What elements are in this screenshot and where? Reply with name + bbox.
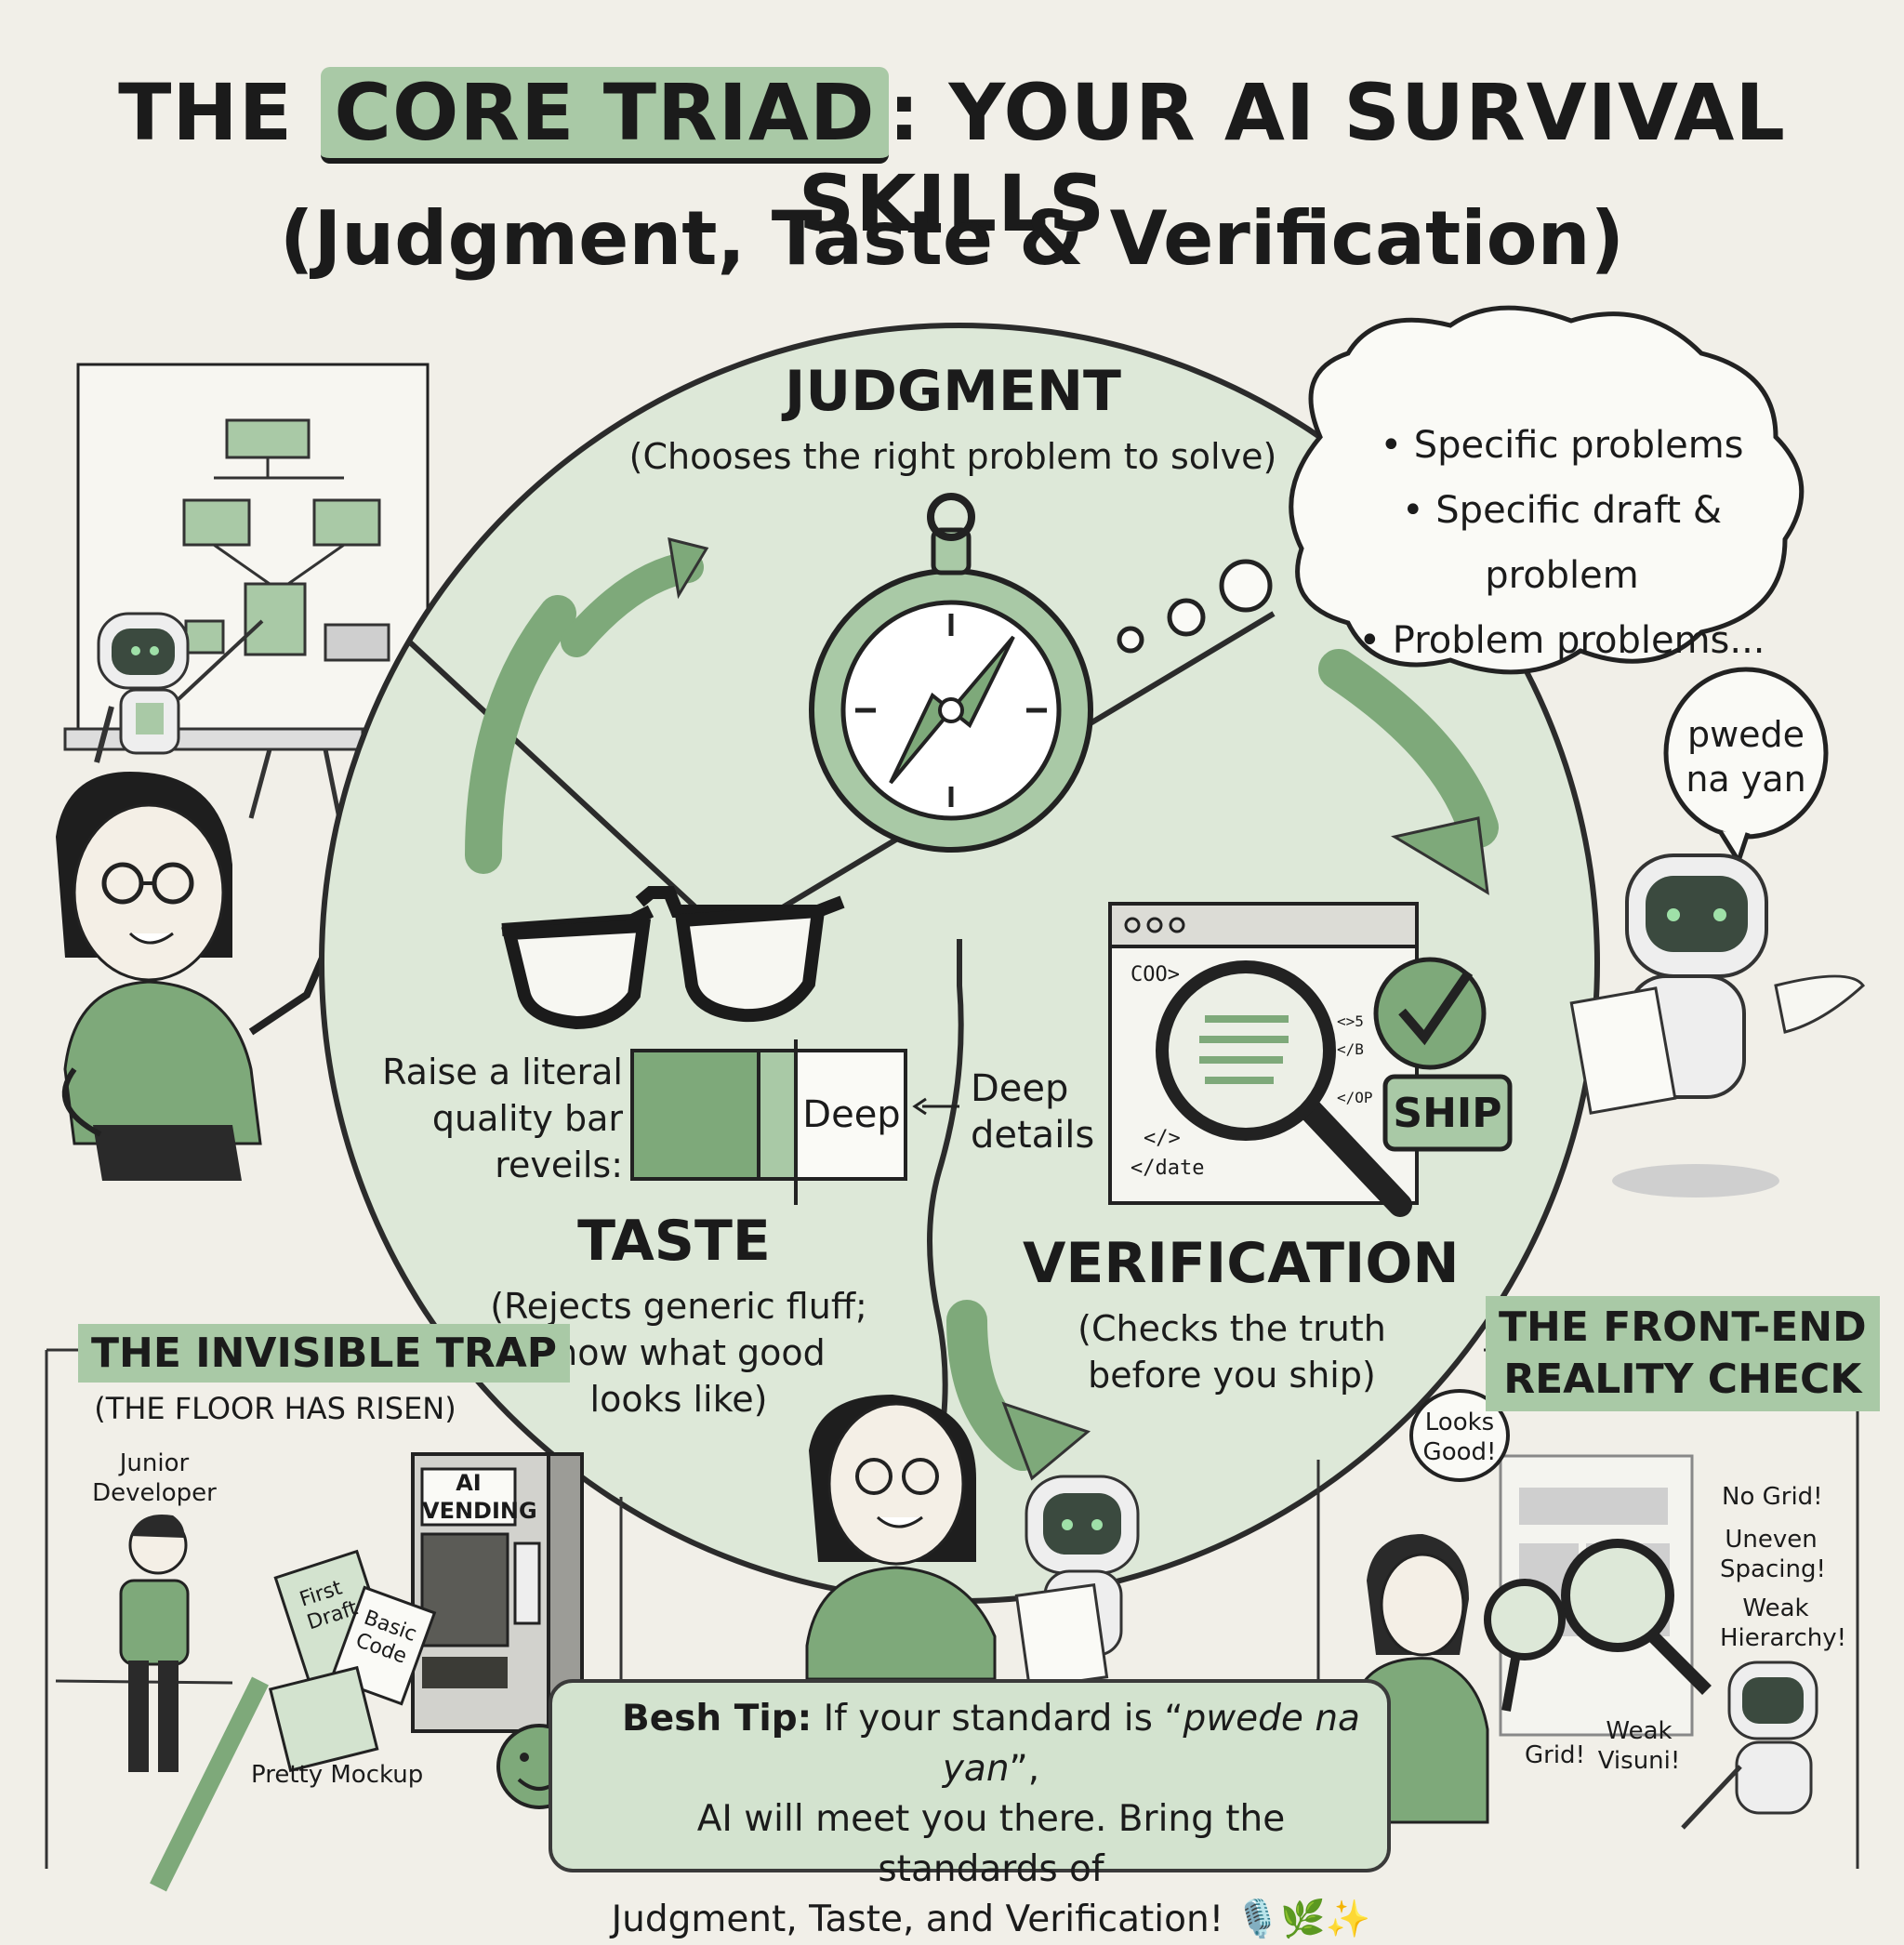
weak-visuni-label: Weak Visuni! bbox=[1597, 1716, 1681, 1776]
tip-box bbox=[549, 1679, 1391, 1872]
verification-heading: VERIFICATION bbox=[1023, 1231, 1460, 1296]
robot-speech-line-2: na yan bbox=[1686, 759, 1806, 800]
caption-line-3: reveils: bbox=[495, 1145, 623, 1185]
taste-heading: TASTE bbox=[577, 1209, 771, 1274]
tip-line-2: AI will meet you there. Bring the standa… bbox=[696, 1798, 1286, 1890]
weak-visuni-line-2: Visuni! bbox=[1597, 1747, 1681, 1775]
robot-speech-line-1: pwede bbox=[1686, 714, 1805, 755]
quality-bar bbox=[630, 1039, 959, 1205]
caption-line-2: quality bar bbox=[431, 1098, 623, 1139]
reality-check-heading: THE FRONT-END REALITY CHECK bbox=[1486, 1296, 1880, 1411]
thought-item-3: • Problem problems... bbox=[1358, 619, 1765, 662]
tip-text-1: If your standard is “ bbox=[812, 1698, 1183, 1740]
junior-developer-label: Junior Developer bbox=[89, 1449, 219, 1508]
check-icon bbox=[1373, 957, 1487, 1070]
deep-details-label: Deep details bbox=[971, 1065, 1095, 1158]
ship-label: SHIP bbox=[1393, 1090, 1502, 1137]
weak-line-2: Hierarchy! bbox=[1720, 1624, 1847, 1652]
looks-line-2: Good! bbox=[1422, 1438, 1497, 1466]
judgment-subtitle: (Chooses the right problem to solve) bbox=[628, 436, 1277, 477]
side-code-2: </B bbox=[1337, 1040, 1364, 1058]
compass-icon bbox=[809, 493, 1093, 853]
tip-italic: pwede na yan bbox=[942, 1698, 1360, 1790]
developer-line: Developer bbox=[92, 1479, 217, 1507]
code-line-1: COO> bbox=[1130, 963, 1180, 986]
reality-check-panel bbox=[1316, 1348, 1859, 1869]
cleaning-robot bbox=[1681, 1661, 1818, 1830]
reality-heading-line-2: REALITY CHECK bbox=[1503, 1356, 1862, 1403]
deep-details-line-2: details bbox=[971, 1114, 1095, 1157]
cycle-arrows bbox=[465, 536, 1499, 1481]
pretty-mockup-label: Pretty Mockup bbox=[251, 1761, 424, 1789]
page-subtitle: (Judgment, Taste & Verification) bbox=[279, 195, 1625, 282]
title-rest: : YOUR AI SURVIVAL SKILLS bbox=[798, 67, 1786, 249]
vending-label: AI VENDING bbox=[422, 1469, 537, 1525]
verification-subtitle: (Checks the truth before you ship) bbox=[1051, 1305, 1413, 1398]
code-line-3: </date bbox=[1130, 1157, 1205, 1180]
quality-bar-caption: Raise a literal quality bar reveils: bbox=[353, 1049, 623, 1188]
illustration-canvas bbox=[45, 305, 1865, 1892]
weak-visuni-line-1: Weak bbox=[1606, 1717, 1673, 1745]
looks-good-label: Looks Good! bbox=[1413, 1408, 1506, 1467]
tip-line-1: Besh Tip: If your standard is “pwede na … bbox=[610, 1694, 1372, 1794]
grid-label: Grid! bbox=[1525, 1741, 1585, 1769]
side-code: <>5 </B </OP bbox=[1337, 1008, 1373, 1112]
tip-label: Besh Tip: bbox=[622, 1698, 813, 1740]
thought-item-2: • Specific draft & problem bbox=[1401, 489, 1723, 597]
magnifier-icon bbox=[1156, 960, 1412, 1217]
judgment-heading: JUDGMENT bbox=[785, 359, 1121, 424]
verification-sub-line-1: (Checks the truth bbox=[1078, 1308, 1386, 1349]
verification-sub-line-2: before you ship) bbox=[1088, 1355, 1376, 1396]
title-highlight: CORE TRIAD bbox=[321, 67, 889, 164]
caption-line-1: Raise a literal bbox=[382, 1052, 623, 1092]
vending-label-line-1: AI bbox=[456, 1470, 482, 1496]
junior-developer-figure bbox=[119, 1514, 190, 1772]
tip-text-2: ”, bbox=[1009, 1748, 1040, 1790]
quality-bar-label: Deep bbox=[802, 1093, 901, 1136]
robot-speech-text: pwede na yan bbox=[1670, 712, 1822, 801]
looks-line-1: Looks bbox=[1424, 1409, 1495, 1436]
uneven-line-2: Spacing! bbox=[1720, 1555, 1826, 1583]
thought-item-1: • Specific problems bbox=[1380, 424, 1744, 467]
robot-presenter bbox=[94, 612, 264, 763]
code-line-2: </> bbox=[1144, 1127, 1181, 1150]
uneven-spacing-label: Uneven Spacing! bbox=[1720, 1525, 1826, 1584]
output-papers bbox=[268, 1549, 437, 1773]
tip-line-3: Judgment, Taste, and Verification! 🎙️🌿✨ bbox=[611, 1899, 1371, 1940]
flying-robot-right bbox=[1569, 853, 1865, 1197]
taste-sub-line-2: Know what good bbox=[532, 1332, 826, 1373]
thought-bubble bbox=[1117, 305, 1805, 675]
side-code-3: </OP bbox=[1337, 1089, 1373, 1106]
no-grid-label: No Grid! bbox=[1722, 1483, 1823, 1511]
deep-details-line-1: Deep bbox=[971, 1067, 1069, 1110]
thought-bubble-text: • Specific problems • Specific draft & p… bbox=[1339, 413, 1785, 673]
junior-line: Junior bbox=[119, 1449, 190, 1477]
presenter-woman-center bbox=[805, 1395, 997, 1681]
uneven-line-1: Uneven bbox=[1725, 1526, 1818, 1554]
invisible-trap-subtitle: (THE FLOOR HAS RISEN) bbox=[94, 1391, 456, 1426]
page-title: THE CORE TRIAD: YOUR AI SURVIVAL SKILLS bbox=[0, 67, 1904, 249]
vending-label-line-2: VENDING bbox=[422, 1498, 537, 1524]
weak-line-1: Weak bbox=[1742, 1594, 1809, 1622]
reality-heading-line-1: THE FRONT-END bbox=[1499, 1303, 1867, 1351]
ship-badge bbox=[1382, 1074, 1513, 1152]
presenter-woman-left bbox=[56, 772, 349, 1181]
title-prefix: THE bbox=[118, 67, 322, 158]
taste-sub-line-1: (Rejects generic fluff; bbox=[490, 1286, 867, 1327]
tip-text: Besh Tip: If your standard is “pwede na … bbox=[610, 1694, 1372, 1945]
taste-sub-line-3: looks like) bbox=[589, 1379, 768, 1420]
invisible-trap-heading: THE INVISIBLE TRAP bbox=[78, 1324, 571, 1383]
glasses-icon bbox=[501, 886, 845, 1030]
weak-hierarchy-label: Weak Hierarchy! bbox=[1720, 1594, 1847, 1653]
side-code-1: <>5 bbox=[1337, 1012, 1364, 1030]
taste-subtitle: (Rejects generic fluff; Know what good l… bbox=[483, 1283, 874, 1422]
robot-speech-bubble bbox=[1663, 667, 1829, 867]
robot-center bbox=[1014, 1475, 1140, 1690]
